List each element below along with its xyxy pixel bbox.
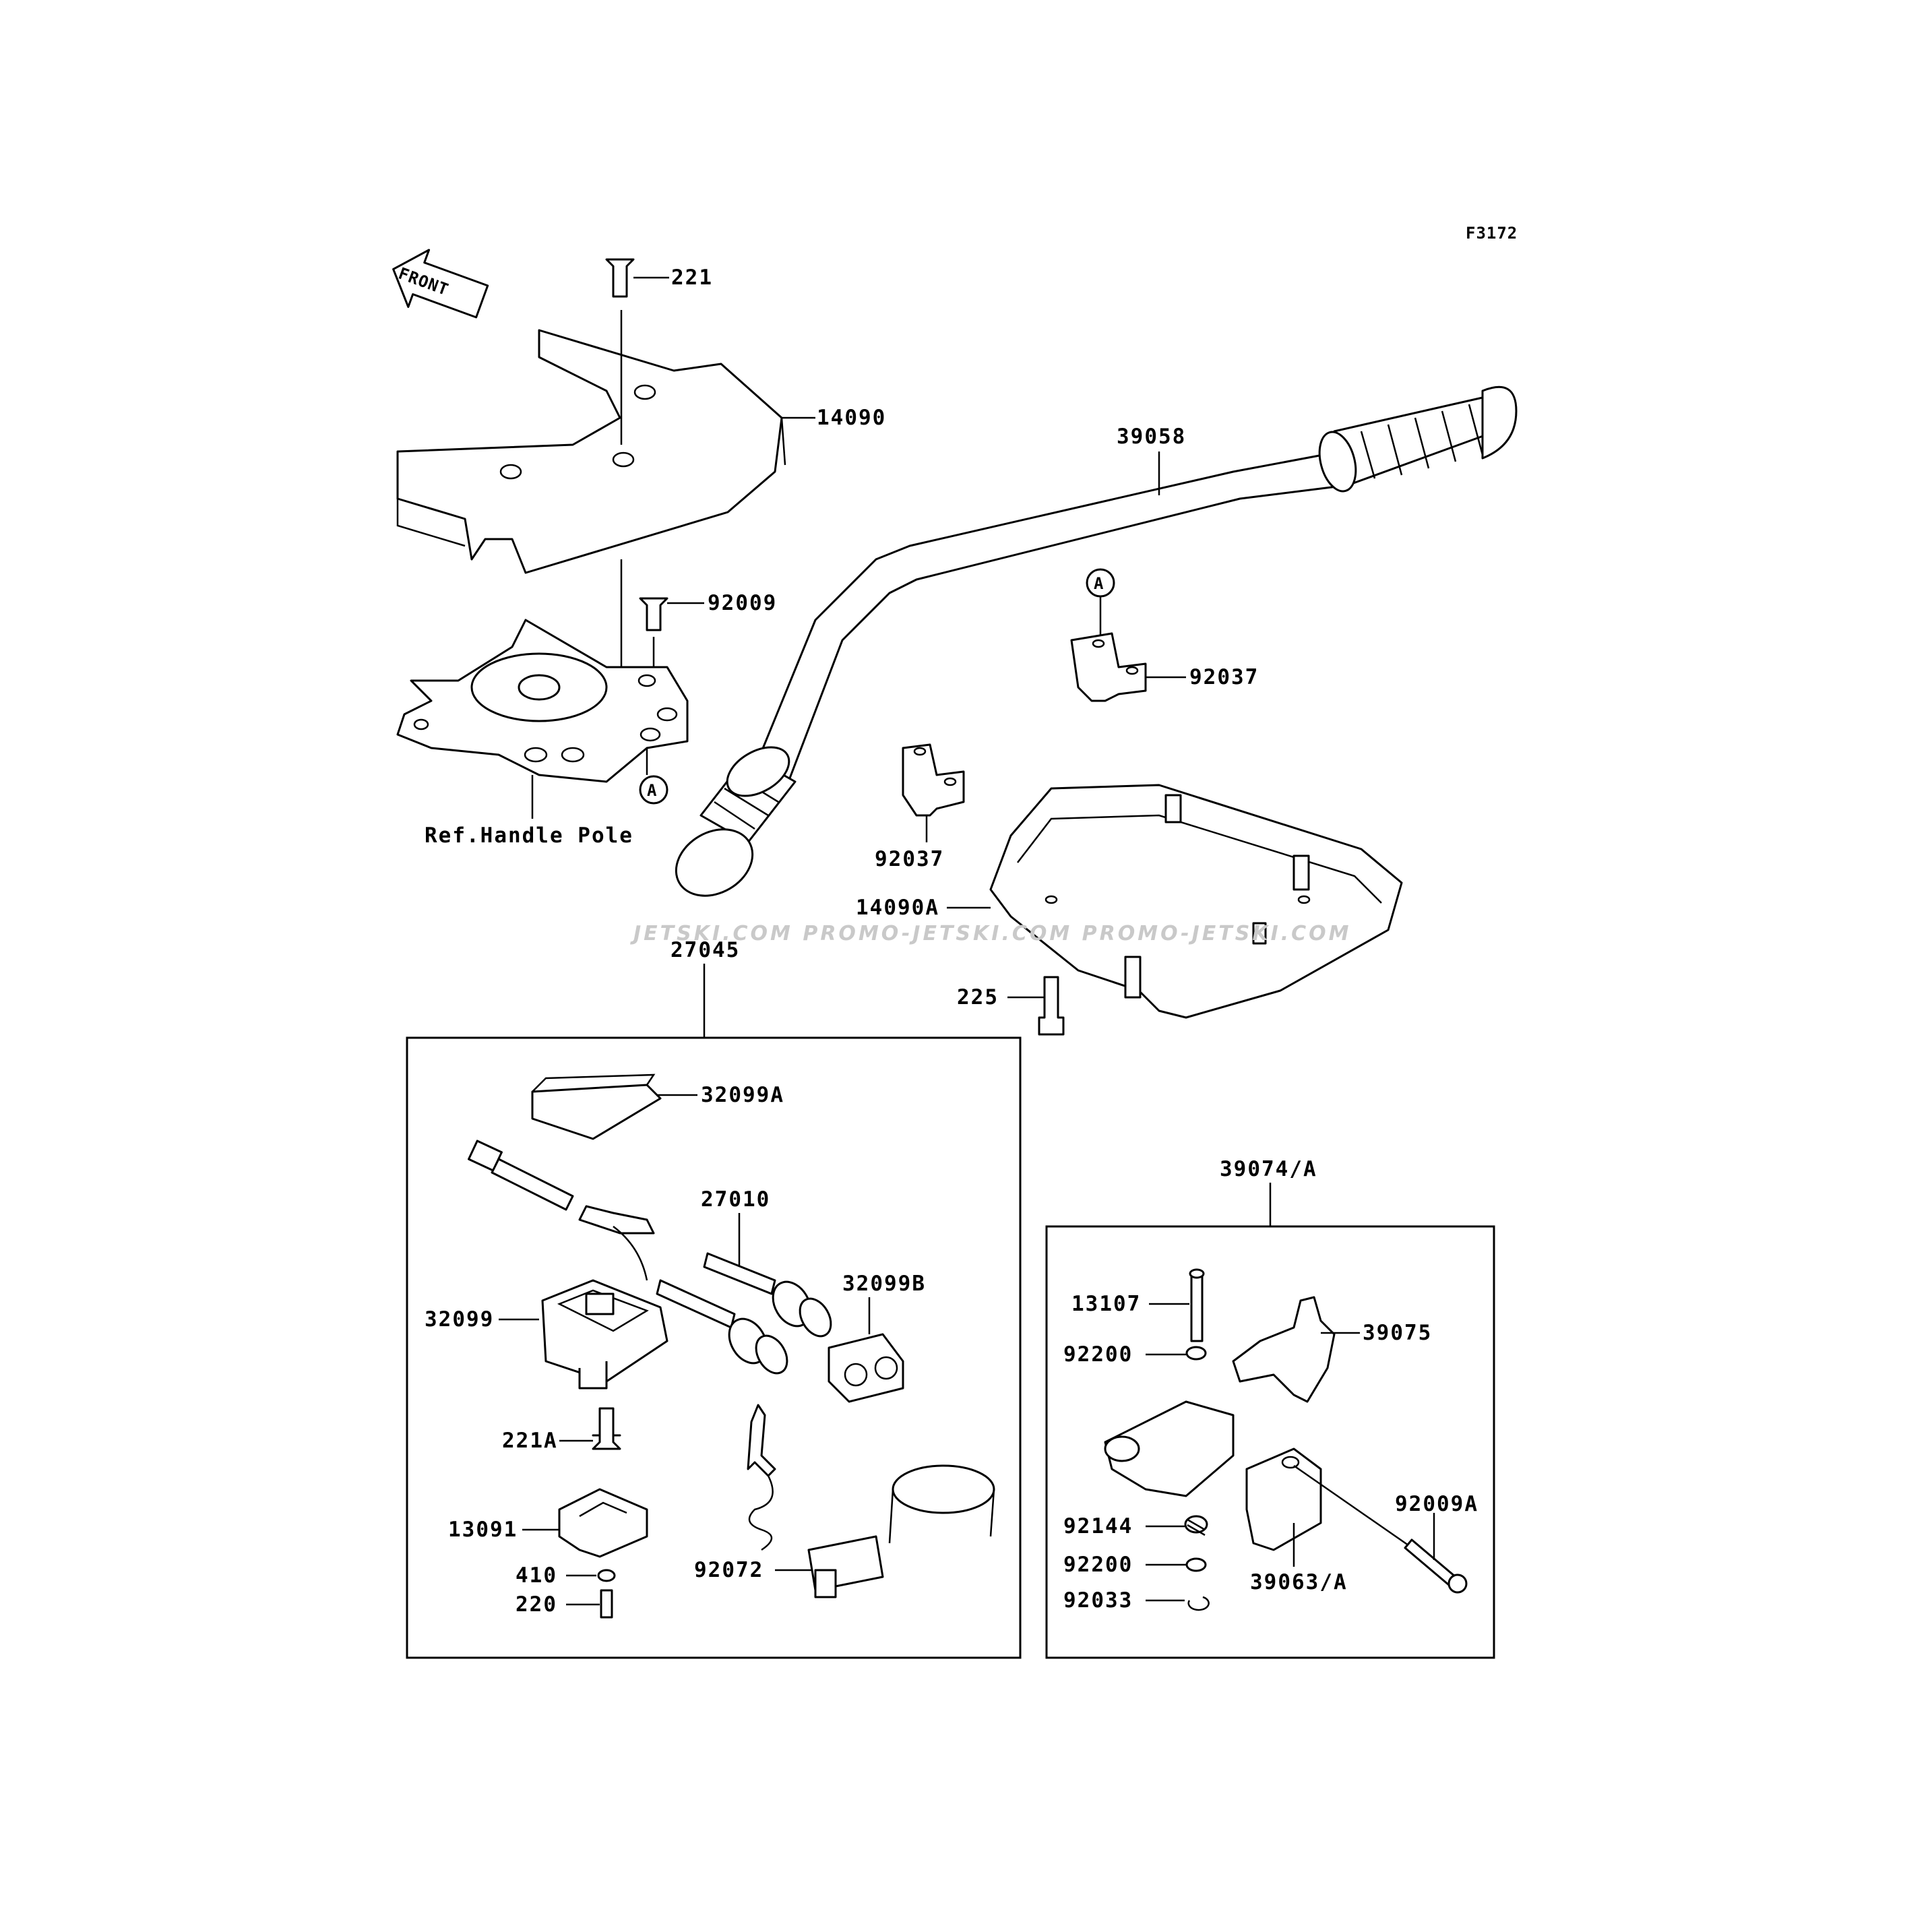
switch-cover-32099A — [531, 1073, 662, 1140]
pin-13107 — [1189, 1268, 1205, 1342]
label-32099B: 32099B — [842, 1272, 926, 1296]
label-39074A: 39074/A — [1220, 1157, 1317, 1181]
handle-pole-plate — [396, 619, 689, 783]
label-14090: 14090 — [817, 406, 886, 430]
front-arrow-icon: FRONT — [392, 249, 489, 319]
label-92072: 92072 — [694, 1558, 764, 1582]
label-14090A: 14090A — [856, 896, 939, 920]
screw-225 — [1038, 976, 1065, 1036]
label-221: 221 — [671, 266, 713, 290]
watermark-text: JETSKI.COM PROMO-JETSKI.COM PROMO-JETSKI… — [630, 922, 1352, 945]
svg-text:A: A — [647, 781, 657, 800]
group-box-39074A — [1045, 1225, 1495, 1659]
bolt-220 — [600, 1589, 613, 1619]
label-221A: 221A — [502, 1429, 558, 1453]
screw-221 — [605, 258, 669, 298]
marker-a-upper: A — [1086, 568, 1115, 598]
label-27045: 27045 — [671, 938, 740, 962]
upper-cover-14090 — [396, 329, 786, 574]
clamp-92037-bottom — [902, 743, 965, 817]
wiring-harness-27010 — [468, 1140, 832, 1375]
label-92009: 92009 — [708, 591, 777, 615]
holder-32099B — [828, 1333, 904, 1403]
label-13091: 13091 — [448, 1518, 518, 1542]
label-39075: 39075 — [1363, 1321, 1432, 1345]
throttle-housing — [1104, 1400, 1235, 1497]
washer-92200-bottom — [1185, 1557, 1207, 1572]
diagram-code: F3172 — [1466, 224, 1518, 243]
label-39063A: 39063/A — [1250, 1570, 1348, 1594]
label-13107: 13107 — [1071, 1292, 1141, 1316]
e-ring-92033 — [1187, 1596, 1210, 1611]
clamp-92037-top — [1070, 632, 1147, 702]
label-27010: 27010 — [701, 1187, 770, 1212]
spring-92144 — [1184, 1515, 1208, 1536]
label-ref-handle-pole: Ref.Handle Pole — [425, 823, 633, 848]
switch-body-32099 — [541, 1279, 668, 1390]
marker-a-lower: A — [639, 775, 668, 805]
screw-92009A — [1404, 1538, 1468, 1594]
label-39058: 39058 — [1117, 425, 1186, 449]
washer-92200-top — [1185, 1346, 1207, 1361]
label-92200-bottom: 92200 — [1063, 1553, 1133, 1577]
label-225: 225 — [957, 985, 999, 1009]
screw-221A — [592, 1407, 621, 1450]
label-92037-bottom: 92037 — [875, 847, 944, 871]
lanyard-clip-92072 — [747, 1404, 995, 1598]
clamp-13091 — [558, 1488, 648, 1558]
label-92033: 92033 — [1063, 1588, 1133, 1613]
svg-text:A: A — [1094, 574, 1104, 593]
lower-cover-14090A — [989, 784, 1403, 1019]
label-92144: 92144 — [1063, 1514, 1133, 1538]
label-92037-top: 92037 — [1189, 665, 1259, 689]
cover-39063A — [1245, 1447, 1322, 1551]
label-92200-top: 92200 — [1063, 1342, 1133, 1367]
screw-92009 — [639, 597, 704, 631]
label-32099: 32099 — [425, 1307, 494, 1332]
label-220: 220 — [516, 1592, 557, 1617]
label-92009A: 92009A — [1395, 1492, 1478, 1516]
lever-39075 — [1232, 1296, 1336, 1403]
label-32099A: 32099A — [701, 1083, 784, 1107]
group-box-27045 — [406, 1036, 1022, 1659]
handlebar-39058 — [675, 385, 1518, 897]
washer-410 — [597, 1569, 616, 1582]
label-410: 410 — [516, 1563, 557, 1588]
